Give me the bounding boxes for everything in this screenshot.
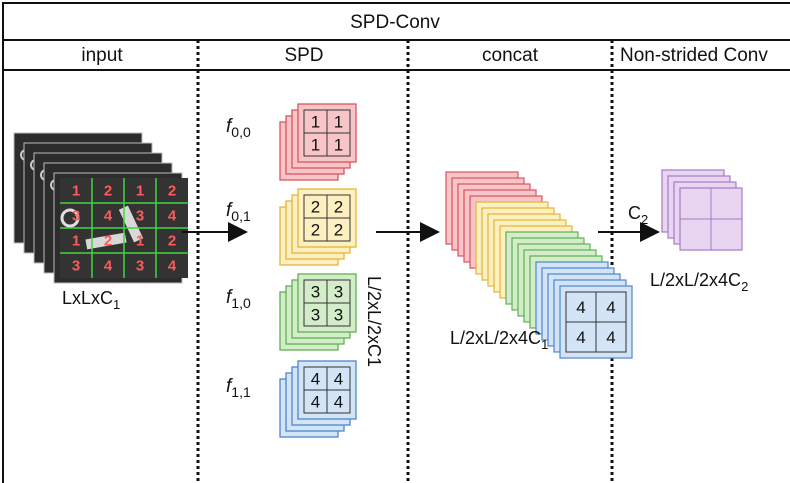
sub-map-label: f1,1 [226, 376, 251, 400]
sub-map-cell-digit: 2 [334, 198, 343, 217]
column-header-input: input [81, 45, 123, 66]
concat-feature-map-stack: 4 4 4 4 [445, 171, 633, 359]
photo-grid-digit: 1 [136, 183, 144, 200]
spd-dims-label: L/2xL/2xC1 [364, 276, 384, 367]
sub-map-cell-digit: 3 [311, 306, 320, 325]
conv-dims-label: L/2xL/2x4C2 [650, 270, 748, 294]
input-feature-map-stack: 1 2 1 2 3 4 3 4 1 2 1 2 3 4 3 4 [13, 132, 188, 284]
filter-count-label: C2 [628, 203, 648, 227]
sub-map-cell-digit: 2 [311, 198, 320, 217]
photo-grid-digit: 1 [72, 183, 80, 200]
photo-grid-digit: 4 [104, 258, 113, 275]
photo-grid-digit: 4 [168, 208, 177, 225]
photo-grid-digit: 3 [136, 258, 144, 275]
concat-front-digit: 4 [606, 328, 615, 347]
sub-map-cell-digit: 3 [334, 283, 343, 302]
photo-grid-digit: 1 [72, 233, 80, 250]
sub-map-cell-digit: 1 [311, 113, 320, 132]
sub-map-cell-digit: 4 [334, 370, 343, 389]
sub-map-cell-digit: 3 [334, 306, 343, 325]
sub-map-label: f0,0 [226, 116, 251, 140]
sub-map-cell-digit: 3 [311, 283, 320, 302]
concat-dims-label: L/2xL/2x4C1 [450, 328, 548, 352]
concat-front-digit: 4 [606, 298, 615, 317]
photo-grid-digit: 3 [72, 208, 80, 225]
conv-output-stack [661, 169, 743, 251]
photo-grid-digit: 2 [168, 233, 176, 250]
sub-map-label: f1,0 [226, 287, 251, 311]
photo-grid-digit: 3 [72, 258, 80, 275]
photo-grid-digit: 1 [136, 233, 144, 250]
photo-grid-digit: 3 [136, 208, 144, 225]
sub-map-cell-digit: 1 [334, 113, 343, 132]
photo-grid-digit: 4 [168, 258, 177, 275]
photo-grid-digit: 2 [104, 233, 112, 250]
sub-map-cell-digit: 4 [311, 370, 320, 389]
column-header-concat: concat [482, 45, 539, 66]
sub-map-cell-digit: 4 [311, 393, 320, 412]
sub-map-cell-digit: 1 [311, 136, 320, 155]
diagram-title: SPD-Conv [350, 12, 440, 33]
column-header-conv: Non-strided Conv [620, 45, 768, 66]
sub-map-cell-digit: 2 [311, 221, 320, 240]
input-dims-label: LxLxC1 [62, 288, 120, 312]
sub-map-cell-digit: 4 [334, 393, 343, 412]
photo-grid-digit: 2 [168, 183, 176, 200]
sub-map-label: f0,1 [226, 200, 251, 224]
concat-front-digit: 4 [576, 298, 585, 317]
sub-map-cell-digit: 1 [334, 136, 343, 155]
photo-grid-digit: 2 [104, 183, 112, 200]
sub-map-cell-digit: 2 [334, 221, 343, 240]
photo-grid-digit: 4 [104, 208, 113, 225]
concat-front-digit: 4 [576, 328, 585, 347]
column-header-spd: SPD [284, 45, 323, 66]
